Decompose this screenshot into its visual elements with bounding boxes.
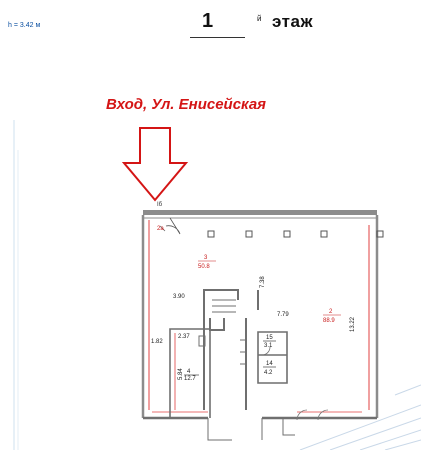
dimension-738: 7.38 bbox=[260, 276, 266, 288]
dimension-182: 1.82 bbox=[151, 339, 163, 345]
door-swing bbox=[296, 409, 329, 421]
sub-code: 2а bbox=[157, 226, 164, 232]
floor-height-label: h = 3.42 м bbox=[8, 22, 41, 29]
dimension-1322: 13.22 bbox=[350, 316, 356, 332]
stair-lines bbox=[212, 299, 246, 365]
hatch-area bbox=[299, 384, 421, 450]
room-15-id: 15 bbox=[266, 335, 273, 341]
dimension-779: 7.79 bbox=[277, 312, 289, 318]
entrance-label: Вход, Ул. Енисейская bbox=[106, 96, 267, 113]
top-wall bbox=[143, 210, 377, 215]
room-14-area: 4.2 bbox=[264, 370, 273, 376]
room-3-id: 3 bbox=[204, 255, 208, 261]
door-swing bbox=[165, 217, 181, 235]
floor-suffix: й bbox=[257, 14, 262, 23]
dimension-390: 3.90 bbox=[173, 294, 185, 300]
room-2-area: 88.9 bbox=[323, 318, 335, 324]
floor-word: этаж bbox=[272, 12, 313, 31]
entrance-arrow-icon bbox=[121, 127, 189, 202]
dimension-584: 5.84 bbox=[178, 368, 184, 380]
door-code: Iб bbox=[157, 202, 163, 208]
central-core bbox=[203, 289, 259, 410]
entry-mark bbox=[159, 225, 166, 232]
dimension-237: 2.37 bbox=[178, 334, 190, 340]
floor-number: 1 bbox=[202, 10, 214, 32]
room-15-area: 3.1 bbox=[264, 343, 273, 349]
room-3-area: 50.8 bbox=[198, 264, 210, 270]
room-4-id: 4 bbox=[187, 369, 191, 375]
floor-number-underline bbox=[190, 37, 245, 38]
room-4-area: 12.7 bbox=[184, 376, 196, 382]
room-4-walls bbox=[169, 328, 211, 418]
bottom-exit bbox=[207, 418, 295, 441]
column-markers bbox=[207, 230, 384, 238]
room-2-id: 2 bbox=[329, 309, 333, 315]
room-14-id: 14 bbox=[266, 361, 273, 367]
small-rooms-walls bbox=[257, 331, 288, 384]
